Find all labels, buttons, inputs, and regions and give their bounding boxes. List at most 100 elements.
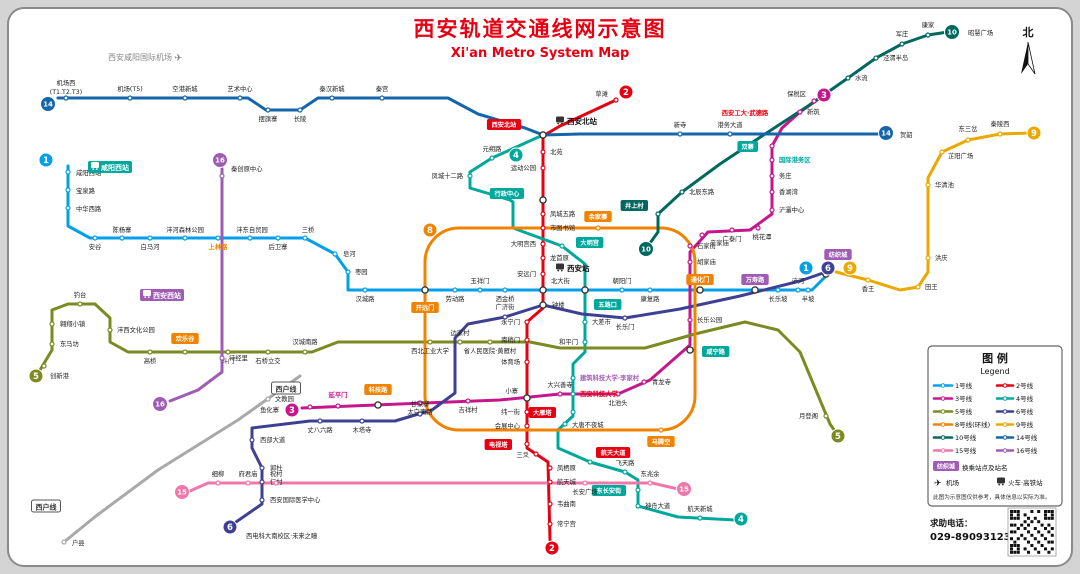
qr-cell (1023, 513, 1027, 517)
station-label: 电视塔 (489, 441, 508, 449)
station-label-box (411, 302, 439, 313)
station-label: 余家寨 (588, 213, 608, 221)
station-dot (570, 409, 576, 415)
station-label-box (596, 447, 631, 458)
train-icon-wheel (557, 122, 560, 125)
station-label: 凤城五路 (550, 209, 576, 218)
legend-line-label: 2号线 (1016, 381, 1034, 390)
station-label: 草滩 (595, 89, 608, 98)
legend-line-label: 5号线 (955, 407, 973, 416)
station-label-box (584, 211, 612, 222)
station-dot (182, 235, 188, 241)
compass: 北 (1021, 25, 1036, 75)
station-dot (119, 235, 125, 241)
station-label: 宝泉路 (76, 186, 96, 195)
station-label-box (737, 141, 758, 152)
station-label: 新寺 (674, 120, 687, 129)
line-badge-label: 15 (177, 489, 187, 497)
station-label: 祝村 (270, 469, 283, 478)
station-label: 半坡 (802, 294, 815, 303)
station-label: 凤城十二路 (432, 171, 464, 180)
line-badge-label: 16 (215, 157, 225, 165)
qr-cell (1023, 527, 1027, 530)
station-label: 月登阁 (799, 411, 818, 420)
qr-cell (1016, 547, 1020, 551)
station-label: 马腾空 (652, 438, 671, 446)
metro-line-9 (834, 131, 1032, 292)
station-label: 井上村 (625, 202, 644, 210)
line-badge-label: 6 (825, 264, 831, 274)
qr-cell (1016, 510, 1020, 513)
station-dot (805, 287, 811, 293)
qr-cell (1047, 550, 1051, 554)
station-label: 航天城 (557, 477, 577, 486)
station-label: 诗经里 (229, 353, 248, 362)
station-label: 神舟大道 (645, 501, 671, 510)
qr-cell (1027, 530, 1030, 534)
legend-line-dot (940, 383, 946, 388)
legend-transfer-box-label: 纺织城 (937, 463, 955, 471)
station-label: 东马坊 (60, 339, 80, 348)
station-dot (823, 413, 829, 419)
station-label: 汉城南路 (292, 337, 318, 346)
line-badge-label: 15 (679, 486, 689, 494)
station-dot (524, 441, 530, 447)
qr-cell (1050, 510, 1054, 513)
station-dot (547, 521, 553, 527)
line-badge-label: 3 (289, 406, 295, 416)
station-label: 沣东自贸园 (236, 225, 267, 234)
station-label: 北大街 (551, 276, 571, 285)
line-badge-label: 5 (33, 372, 39, 382)
metro-line-2 (525, 98, 618, 542)
legend-line-label: 6号线 (1016, 407, 1034, 416)
station-label: 三爻 (516, 451, 529, 459)
metro-line-5 (38, 302, 839, 436)
station-dot (557, 391, 563, 397)
station-label: 省人民医院·黄雁村 (464, 346, 517, 355)
station-label: 长乐门 (616, 322, 635, 331)
legend-transfer-box (933, 461, 959, 471)
transfer-station-dot (581, 286, 589, 294)
station-dot (925, 255, 931, 261)
line-name-box (31, 499, 61, 513)
station-label: 长陵 (294, 114, 307, 123)
station-dot (215, 235, 221, 241)
qr-cell (1027, 550, 1030, 554)
station-dot (107, 327, 113, 333)
compass-needle-dark (1021, 42, 1028, 74)
station-label: 东长安街 (597, 487, 623, 495)
station-dot (502, 314, 508, 320)
station-dot (729, 227, 735, 233)
qr-cell (1047, 523, 1051, 527)
station-label: 大明宫西 (511, 239, 536, 248)
station-label: 机场西 (57, 78, 76, 87)
qr-cell (1044, 527, 1047, 530)
page-title: 西安轨道交通线网示意图 (414, 17, 667, 41)
station-dot (582, 480, 588, 486)
train-icon-wheel (998, 483, 1001, 486)
qr-cell (1050, 516, 1054, 520)
qr-code (1007, 507, 1057, 557)
station-dot (465, 398, 471, 404)
qr-cell (1010, 516, 1013, 520)
station-dot (655, 211, 661, 217)
hotline-number: 029-89093123 (930, 532, 1011, 543)
station-label-box (824, 249, 852, 260)
legend-title-en: Legend (980, 367, 1009, 376)
train-icon (997, 477, 1005, 486)
station-dot (417, 411, 423, 417)
station-label: 水流 (855, 73, 868, 82)
station-label: 长乐公园 (697, 315, 722, 324)
train-icon-wheel (560, 269, 563, 272)
station-dot (547, 501, 553, 507)
station-label: 秦陵西 (991, 119, 1010, 128)
station-label: 洪庆 (935, 253, 948, 262)
station-dot (417, 400, 423, 406)
station-dot (797, 109, 803, 115)
station-dot (297, 107, 303, 113)
station-dot (41, 363, 47, 369)
station-dot (687, 243, 693, 249)
qr-cell (1037, 510, 1041, 513)
legend-line-dot (1002, 422, 1008, 427)
